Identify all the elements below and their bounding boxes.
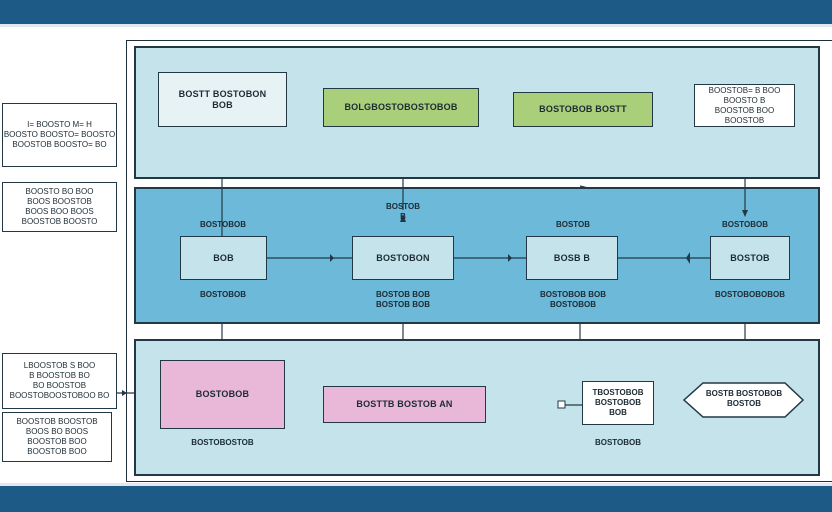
mid-box-4: BOSTOB [710, 236, 790, 280]
mid-label-below-4: BOSTOBOBOBOB [714, 290, 786, 299]
mid-box-3: BOSB B [526, 236, 618, 280]
mid-label-above-2: BOSTOB B [385, 202, 421, 221]
bottom-band [0, 483, 832, 512]
mid-label-above-1: BOSTOBOB [199, 220, 247, 229]
mid-label-above-3: BOSTOB [555, 220, 591, 229]
diagram-frame [126, 40, 832, 482]
mid-label-below-3: BOSTOBOB BOB BOSTOBOB [539, 290, 607, 309]
mid-label-below-1: BOSTOBOB [199, 290, 247, 299]
mid-label-above-4: BOSTOBOB [721, 220, 769, 229]
bottom-pink-box-2: BOSTTB BOSTOB AN [323, 386, 486, 423]
mid-box-2: BOSTOBON [352, 236, 454, 280]
bottom-hexagon-text: BOSTB BOSTOBOB BOSTOB [705, 389, 783, 408]
top-green-box-1: BOLGBOSTOBOSTOBOB [323, 88, 479, 127]
top-band [0, 0, 832, 27]
mid-box-1: BOB [180, 236, 267, 280]
left-note-4: BOOSTOB BOOSTOB BOOS BO BOOS BOOSTOB BOO… [2, 412, 112, 462]
top-white-box: BOSTT BOSTOBON BOB [158, 72, 287, 127]
top-green-box-2: BOSTOBOB BOSTT [513, 92, 653, 127]
left-note-2: BOOSTO BO BOO BOOS BOOSTOB BOOS BOO BOOS… [2, 182, 117, 232]
top-note: BOOSTOB= B BOO BOOSTO B BOOSTOB BOO BOOS… [694, 84, 795, 127]
bottom-small-box: TBOSTOBOB BOSTOBOB BOB [582, 381, 654, 425]
left-note-1: I= BOOSTO M= H BOOSTO BOOSTO= BOOSTO BOO… [2, 103, 117, 167]
bottom-pink-box-1: BOSTOBOB [160, 360, 285, 429]
left-note-3: LBOOSTOB S BOO B BOOSTOB BO BO BOOSTOB B… [2, 353, 117, 409]
bottom-small-box-label: BOSTOBOB [594, 438, 642, 447]
bottom-pink-box-1-label: BOSTOBOSTOB [191, 438, 254, 447]
mid-label-below-2: BOSTOB BOB BOSTOB BOB [375, 290, 431, 309]
